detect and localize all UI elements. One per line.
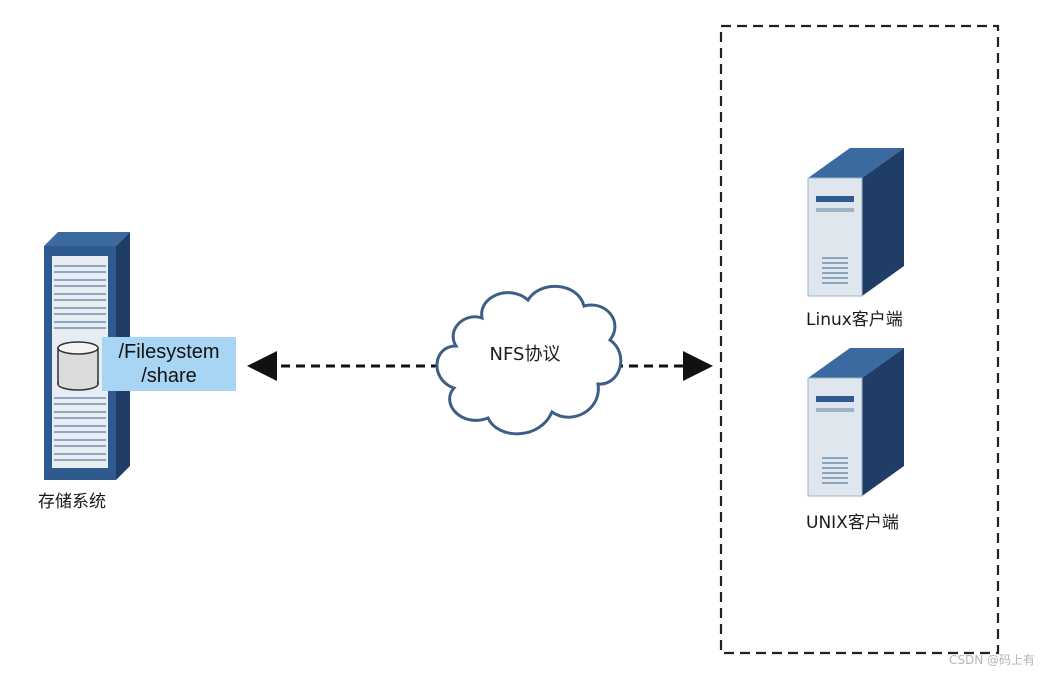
linux-server-icon <box>807 148 904 297</box>
filesystem-path-line2: /share <box>141 365 197 387</box>
unix-server-icon <box>807 348 904 497</box>
filesystem-path-line1: /Filesystem <box>118 341 220 363</box>
watermark: CSDN @码上有 <box>948 653 1035 667</box>
unix-client-label: UNIX客户端 <box>806 513 899 533</box>
nfs-protocol-label: NFS协议 <box>489 344 561 365</box>
storage-system-label: 存储系统 <box>38 492 106 512</box>
filesystem-path-box: /Filesystem /share <box>102 337 236 391</box>
disk-icon <box>57 341 99 391</box>
storage-system-icon <box>44 232 130 480</box>
client-group-border <box>719 24 1000 655</box>
cloud-icon <box>435 285 623 436</box>
linux-client-label: Linux客户端 <box>806 310 903 330</box>
